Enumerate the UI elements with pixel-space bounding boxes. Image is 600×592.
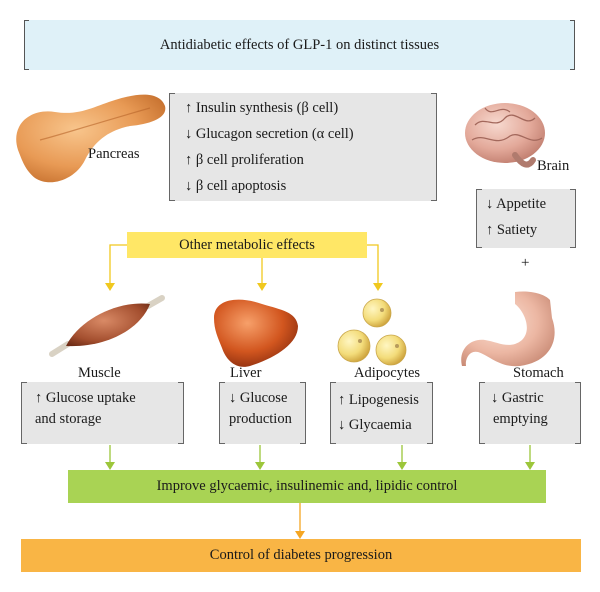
pancreas-effect-2: ↓ Glucagon secretion (α cell) — [185, 126, 354, 142]
muscle-image — [49, 295, 165, 357]
muscle-effect-1: ↑ Glucose uptake — [35, 390, 136, 406]
pancreas-label: Pancreas — [88, 146, 140, 162]
other-effects-arrows — [109, 244, 379, 285]
liver-effects-box: ↓ Glucose production — [219, 382, 306, 444]
title-box: Antidiabetic effects of GLP-1 on distinc… — [24, 20, 575, 70]
tissue-to-improve-arrows — [109, 445, 531, 468]
muscle-label: Muscle — [78, 365, 121, 381]
liver-label: Liver — [230, 365, 262, 381]
brain-effects-box: ↓ Appetite ↑ Satiety — [476, 189, 576, 248]
pancreas-effect-1: ↑ Insulin synthesis (β cell) — [185, 100, 339, 116]
brain-effect-2: ↑ Satiety — [486, 222, 538, 238]
liver-effect-1: ↓ Glucose — [229, 390, 288, 406]
stomach-effect-2: emptying — [493, 411, 548, 427]
brain-effect-1: ↓ Appetite — [486, 196, 547, 212]
adipocytes-effect-1: ↑ Lipogenesis — [338, 392, 419, 408]
muscle-effects-box: ↑ Glucose uptake and storage — [21, 382, 184, 444]
liver-effect-2: production — [229, 411, 292, 427]
stomach-image — [461, 291, 555, 367]
adipocytes-label: Adipocytes — [354, 365, 421, 381]
liver-image — [214, 299, 298, 367]
brain-label: Brain — [537, 158, 570, 174]
other-metabolic-effects-box: Other metabolic effects — [127, 232, 367, 258]
improve-control-box: Improve glycaemic, insulinemic and, lipi… — [68, 470, 546, 503]
adipocytes-image — [337, 298, 407, 366]
pancreas-image — [16, 94, 166, 183]
adipocytes-effects-box: ↑ Lipogenesis ↓ Glycaemia — [330, 382, 433, 444]
pancreas-effect-4: ↓ β cell apoptosis — [185, 178, 287, 194]
stomach-effects-box: ↓ Gastric emptying — [479, 382, 581, 444]
improve-control-label: Improve glycaemic, insulinemic and, lipi… — [156, 478, 458, 494]
adipocytes-effect-2: ↓ Glycaemia — [338, 417, 412, 433]
diabetes-control-label: Control of diabetes progression — [209, 547, 393, 563]
muscle-effect-2: and storage — [35, 411, 102, 427]
stomach-label: Stomach — [513, 365, 564, 381]
other-metabolic-effects-label: Other metabolic effects — [179, 236, 315, 253]
plus-sign: + — [521, 255, 530, 271]
stomach-effect-1: ↓ Gastric — [491, 390, 544, 406]
pancreas-effects-box: ↑ Insulin synthesis (β cell) ↓ Glucagon … — [169, 93, 437, 201]
brain-image — [465, 103, 545, 168]
diagram-title: Antidiabetic effects of GLP-1 on distinc… — [159, 36, 440, 53]
diabetes-control-box: Control of diabetes progression — [21, 539, 581, 572]
pancreas-effect-3: ↑ β cell proliferation — [185, 152, 304, 168]
